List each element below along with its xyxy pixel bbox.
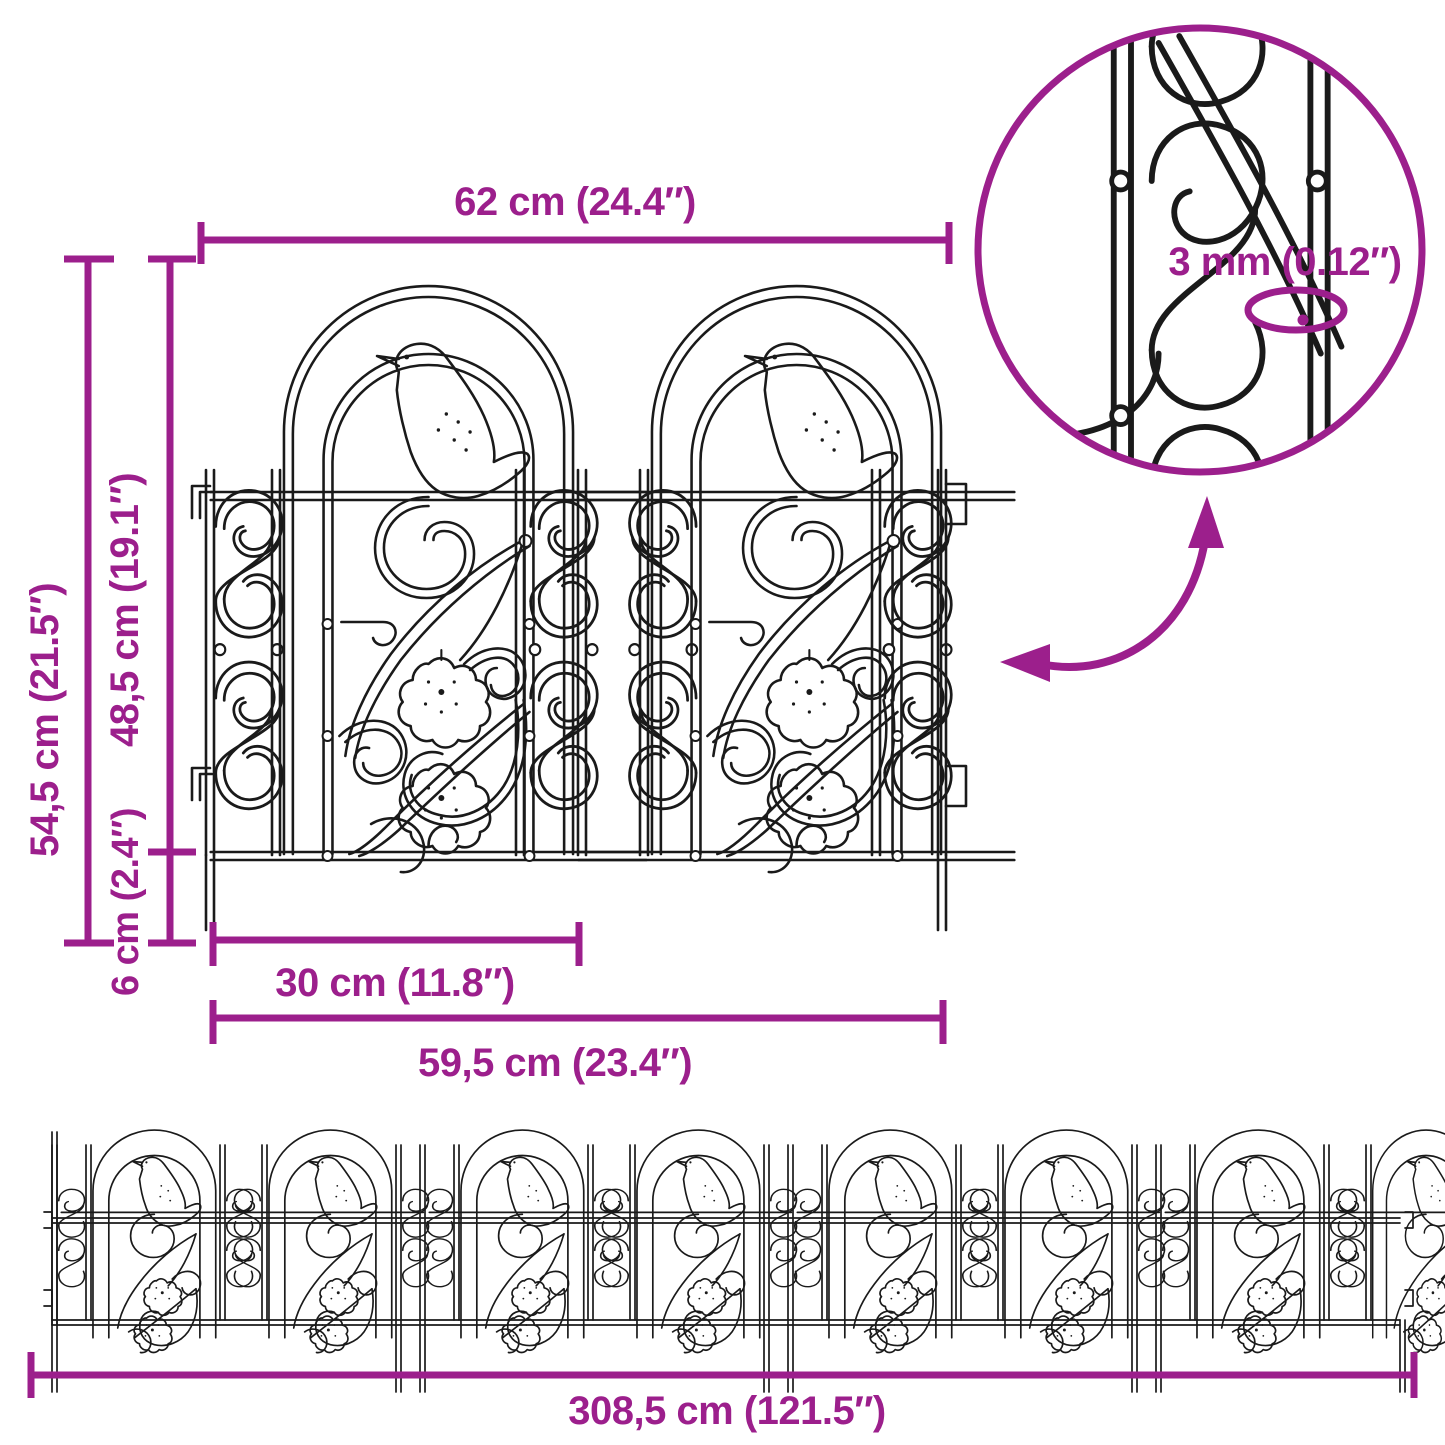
dim-total-run-width: 308,5 cm (121.5″) bbox=[568, 1389, 886, 1433]
dimension-lines bbox=[27, 222, 1418, 1398]
detail-callout bbox=[974, 24, 1426, 476]
dim-top-width: 62 cm (24.4″) bbox=[454, 180, 696, 224]
dim-panel-height: 48,5 cm (19.1″) bbox=[103, 473, 147, 747]
fence-run-strip bbox=[43, 1129, 1445, 1393]
run-pair-2 bbox=[419, 1129, 798, 1354]
dim-single-panel-width: 30 cm (11.8″) bbox=[275, 961, 514, 1005]
main-fence-panel bbox=[190, 284, 1016, 932]
callout-arrow bbox=[1000, 496, 1224, 682]
dim-wire-thickness: 3 mm (0.12″) bbox=[1168, 240, 1401, 284]
run-pair-1 bbox=[51, 1129, 430, 1354]
run-pair-4 bbox=[1155, 1129, 1445, 1354]
dim-stake-length: 6 cm (2.4″) bbox=[105, 808, 147, 996]
run-pair-3 bbox=[787, 1129, 1166, 1354]
dim-total-height: 54,5 cm (21.5″) bbox=[23, 583, 67, 857]
dim-frame-width: 59,5 cm (23.4″) bbox=[418, 1041, 692, 1085]
